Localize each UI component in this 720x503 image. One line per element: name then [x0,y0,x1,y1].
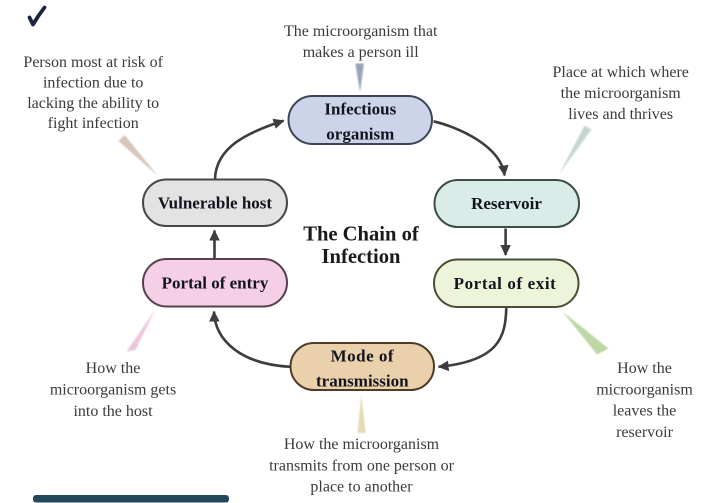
svg-text:Mode of: Mode of [331,347,394,366]
svg-text:lacking the ability to: lacking the ability to [27,95,159,112]
svg-text:lives and thrives: lives and thrives [568,106,673,123]
svg-text:into the host: into the host [73,403,153,420]
svg-text:infection due to: infection due to [43,74,143,91]
svg-text:How the microorganism: How the microorganism [284,436,440,453]
svg-text:Portal of entry: Portal of entry [162,274,269,293]
svg-text:How the: How the [617,360,672,377]
svg-text:leaves the: leaves the [613,402,677,419]
svg-text:transmission: transmission [316,372,409,391]
svg-text:place to another: place to another [310,479,413,496]
svg-text:microorganism gets: microorganism gets [50,381,176,398]
svg-text:fight infection: fight infection [48,115,139,132]
svg-text:The Chain of: The Chain of [303,224,420,246]
svg-text:organism: organism [326,125,394,144]
svg-text:reservoir: reservoir [616,424,674,441]
svg-text:Portal of exit: Portal of exit [454,274,557,293]
svg-text:Infectious: Infectious [324,100,396,119]
svg-text:How the: How the [86,360,141,377]
svg-text:Infection: Infection [322,246,401,268]
svg-text:Reservoir: Reservoir [471,194,542,213]
svg-text:microorganism: microorganism [596,382,693,399]
svg-text:Place at which where: Place at which where [553,64,689,81]
svg-text:transmits from one person or: transmits from one person or [269,458,455,475]
svg-text:The microorganism that: The microorganism that [284,23,438,40]
svg-text:the microorganism: the microorganism [561,85,682,102]
svg-text:makes a person ill: makes a person ill [303,44,420,61]
svg-text:Person most at risk of: Person most at risk of [23,54,163,71]
svg-text:Vulnerable host: Vulnerable host [158,194,272,213]
